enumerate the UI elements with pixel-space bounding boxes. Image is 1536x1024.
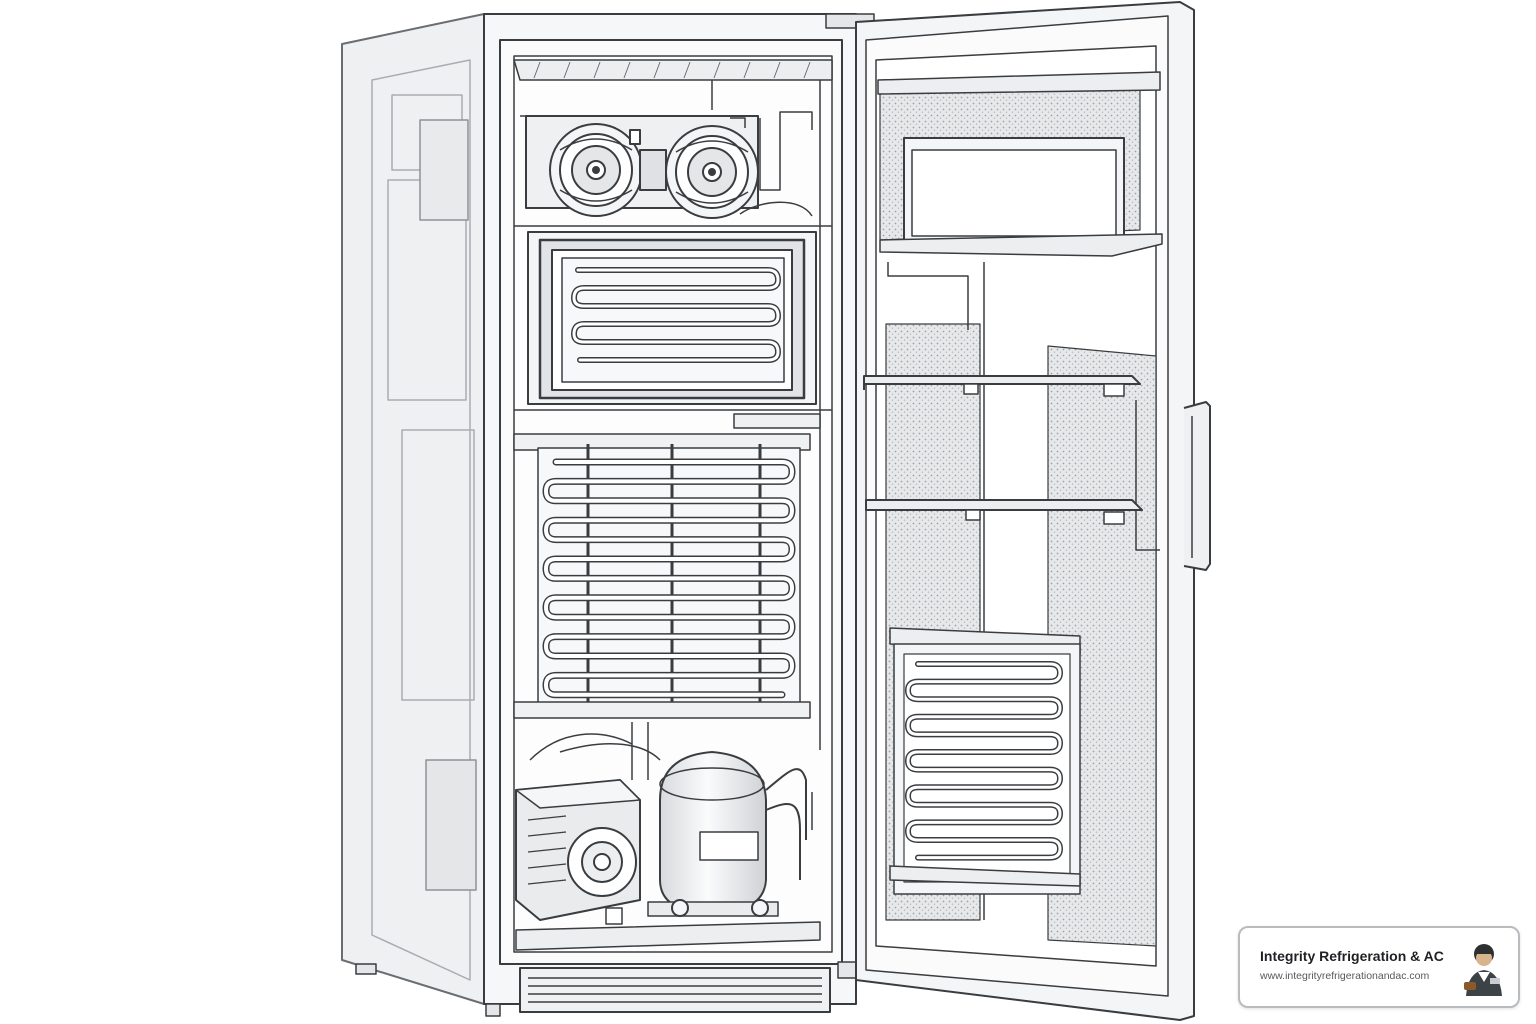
compressor	[647, 751, 813, 917]
brand-name: Integrity Refrigeration & AC	[1260, 948, 1444, 964]
brand-badge[interactable]: Integrity Refrigeration & AC www.integri…	[1238, 926, 1520, 1008]
door-handle	[1183, 401, 1211, 571]
door-shelf	[863, 375, 1141, 397]
door-shelf	[865, 499, 1143, 525]
coil-tube	[906, 662, 1062, 860]
cabinet-foot	[485, 1003, 501, 1017]
refrigerator-door	[855, 1, 1195, 1021]
door-evaporator-coil	[889, 627, 1081, 895]
fan-assembly	[520, 111, 813, 219]
compressor-section	[515, 722, 821, 951]
cabinet-side-panel	[341, 13, 485, 1005]
fan-icon	[665, 125, 759, 219]
fan-icon	[549, 123, 643, 217]
main-evaporator-coil	[513, 433, 811, 719]
technician-avatar-icon	[1464, 944, 1502, 996]
brand-url[interactable]: www.integrityrefrigerationandac.com	[1260, 970, 1430, 982]
door-bin	[877, 71, 1163, 257]
coil-tube	[544, 460, 794, 697]
condenser-fan-motor	[515, 779, 641, 925]
cabinet-foot	[355, 963, 377, 975]
upper-evaporator	[514, 225, 832, 429]
